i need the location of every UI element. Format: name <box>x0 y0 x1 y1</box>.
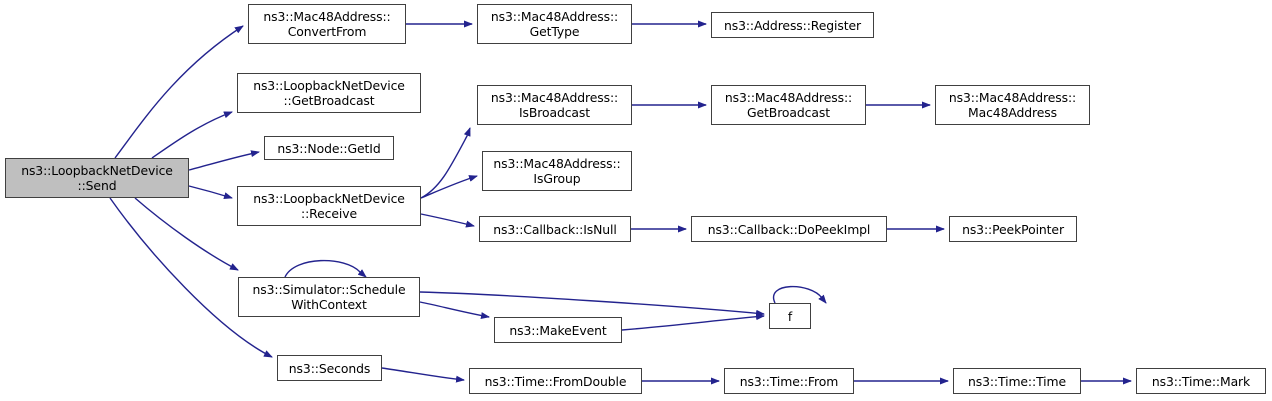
graph-node-label: ns3::Mac48Address:: Mac48Address <box>948 90 1077 120</box>
graph-edge-receive-to-isbroadcast <box>420 127 471 199</box>
graph-edge-send-to-schedulewctx <box>134 197 239 271</box>
graph-node-getid[interactable]: ns3::Node::GetId <box>264 136 394 160</box>
graph-node-getbroadcast_lnd[interactable]: ns3::LoopbackNetDevice ::GetBroadcast <box>237 73 421 113</box>
graph-node-label: ns3::Mac48Address:: GetBroadcast <box>724 90 853 120</box>
graph-node-isbroadcast[interactable]: ns3::Mac48Address:: IsBroadcast <box>477 85 632 125</box>
graph-edge-receive-to-isnull <box>420 213 475 228</box>
graph-node-fromdouble[interactable]: ns3::Time::FromDouble <box>469 368 642 394</box>
graph-node-convertfrom[interactable]: ns3::Mac48Address:: ConvertFrom <box>248 4 406 44</box>
graph-edge-makeevent-to-f <box>621 313 765 331</box>
graph-node-label: ns3::LoopbackNetDevice ::GetBroadcast <box>253 78 405 108</box>
graph-node-label: ns3::Node::GetId <box>277 140 381 156</box>
graph-node-label: ns3::Callback::IsNull <box>493 221 617 237</box>
graph-node-mac48address[interactable]: ns3::Mac48Address:: Mac48Address <box>935 85 1090 125</box>
graph-node-register[interactable]: ns3::Address::Register <box>711 12 874 38</box>
graph-node-timetime[interactable]: ns3::Time::Time <box>953 368 1081 394</box>
graph-node-label: ns3::Time::FromDouble <box>484 373 627 389</box>
graph-node-label: ns3::Mac48Address:: ConvertFrom <box>263 9 391 39</box>
graph-node-makeevent[interactable]: ns3::MakeEvent <box>494 317 622 343</box>
graph-edge-f-to-f <box>772 285 827 304</box>
graph-edge-schedulewctx-to-schedulewctx <box>284 259 367 278</box>
graph-node-label: ns3::Time::Mark <box>1151 373 1251 389</box>
graph-node-f[interactable]: f <box>769 303 811 329</box>
graph-node-isnull[interactable]: ns3::Callback::IsNull <box>479 216 631 242</box>
graph-edge-send-to-convertfrom <box>114 25 244 159</box>
graph-edge-seconds-to-fromdouble <box>381 367 465 383</box>
graph-edge-schedulewctx-to-makeevent <box>419 301 490 319</box>
graph-node-label: ns3::LoopbackNetDevice ::Send <box>21 163 173 193</box>
graph-edge-schedulewctx-to-f <box>419 291 765 317</box>
graph-node-timemark[interactable]: ns3::Time::Mark <box>1136 368 1266 394</box>
graph-node-label: ns3::MakeEvent <box>509 322 607 338</box>
graph-node-label: ns3::Mac48Address:: GetType <box>490 9 619 39</box>
graph-node-label: ns3::LoopbackNetDevice ::Receive <box>253 191 405 221</box>
graph-node-receive[interactable]: ns3::LoopbackNetDevice ::Receive <box>237 186 421 226</box>
graph-node-label: ns3::Mac48Address:: IsBroadcast <box>490 90 619 120</box>
graph-node-isgroup[interactable]: ns3::Mac48Address:: IsGroup <box>482 151 632 191</box>
graph-edge-send-to-getbroadcast_lnd <box>151 111 233 159</box>
graph-node-label: ns3::PeekPointer <box>962 221 1064 237</box>
graph-node-label: ns3::Callback::DoPeekImpl <box>707 221 871 237</box>
graph-edge-send-to-getid <box>188 150 260 171</box>
graph-node-label: ns3::Time::From <box>739 373 839 389</box>
graph-node-label: ns3::Time::Time <box>967 373 1067 389</box>
graph-node-seconds[interactable]: ns3::Seconds <box>277 355 382 381</box>
graph-node-label: ns3::Simulator::Schedule WithContext <box>252 282 406 312</box>
graph-edge-receive-to-isgroup <box>420 175 478 199</box>
graph-edge-send-to-receive <box>188 185 233 199</box>
graph-node-timefrom[interactable]: ns3::Time::From <box>724 368 854 394</box>
graph-node-getbroadcast_mac[interactable]: ns3::Mac48Address:: GetBroadcast <box>711 85 866 125</box>
graph-node-schedulewctx[interactable]: ns3::Simulator::Schedule WithContext <box>238 277 420 317</box>
graph-node-dopeekimpl[interactable]: ns3::Callback::DoPeekImpl <box>691 216 887 242</box>
graph-node-label: ns3::Seconds <box>288 360 371 376</box>
graph-node-label: ns3::Mac48Address:: IsGroup <box>493 156 621 186</box>
graph-node-send[interactable]: ns3::LoopbackNetDevice ::Send <box>5 158 189 198</box>
graph-node-peekpointer[interactable]: ns3::PeekPointer <box>949 216 1077 242</box>
graph-node-gettype[interactable]: ns3::Mac48Address:: GetType <box>477 4 632 44</box>
graph-node-label: ns3::Address::Register <box>723 17 862 33</box>
graph-node-label: f <box>787 308 793 324</box>
